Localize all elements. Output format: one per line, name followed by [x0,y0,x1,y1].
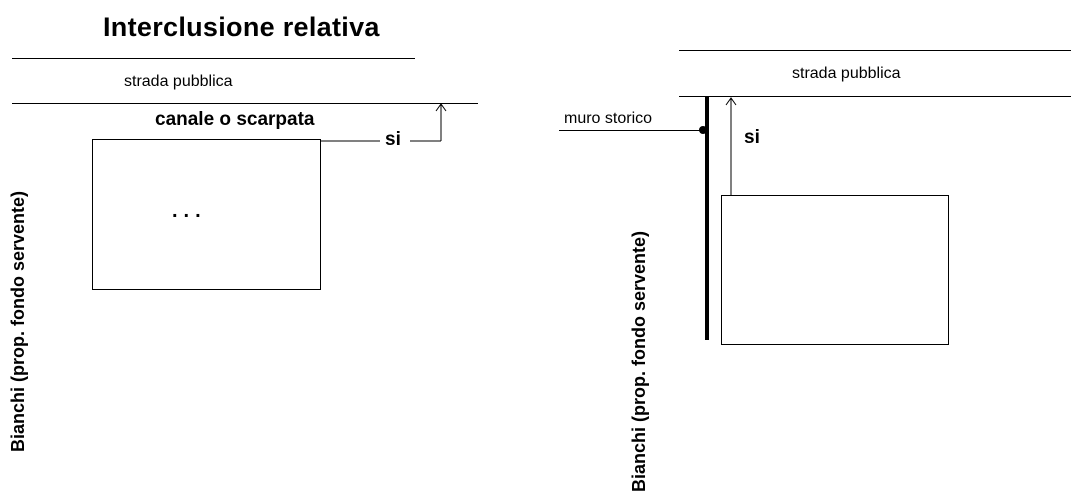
right-wall-pointer-line [559,130,705,131]
title-underline [12,58,415,59]
right-wall-marker [699,126,707,134]
left-parcel-label: ... [172,200,207,222]
left-access-label: si [385,129,401,150]
left-road-label: strada pubblica [124,73,233,90]
left-obstacle-label: canale o scarpata [155,109,315,130]
right-access-label: si [744,127,760,148]
right-road-label: strada pubblica [792,65,901,82]
left-access-arrow-head [435,103,447,112]
right-parcel-box [721,195,949,345]
right-access-arrow-head [725,97,737,106]
left-parcel-box [92,139,321,290]
right-top-line [679,50,1071,51]
left-road-line [12,103,478,104]
diagram-title: Interclusione relativa [103,12,380,42]
right-road-line [679,96,1071,97]
right-wall-label: muro storico [564,110,653,127]
